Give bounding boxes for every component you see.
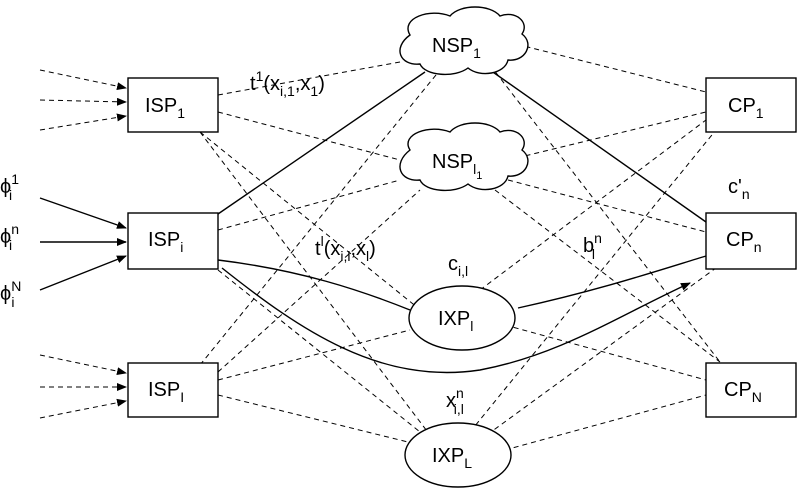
incoming-edge-ispi-bot	[39, 255, 127, 291]
svg-text:ISPI: ISPI	[148, 379, 184, 405]
node-isp1: ISP1	[127, 77, 219, 133]
node-cp1-sub: 1	[756, 105, 764, 121]
edge-ispi-ixpl-solid	[217, 259, 411, 311]
svg-text:IXPL: IXPL	[432, 445, 472, 471]
svg-text:NSPl1: NSPl1	[432, 151, 482, 182]
edge-ispi-ixpL	[217, 269, 431, 441]
edge-ispi-nsp1-solid	[217, 71, 426, 215]
edge-ixpL-cpn	[479, 264, 721, 441]
node-cpN-sub: N	[752, 389, 762, 405]
incoming-edge-ispi-top	[39, 197, 127, 229]
edge-isp1-nsp1	[217, 61, 401, 96]
node-ispi: ISPi	[127, 212, 219, 270]
node-cpn-sub: n	[754, 239, 762, 255]
node-ispi-sub: i	[180, 239, 183, 255]
edge-ixpl-cpN	[504, 324, 707, 381]
svg-text:CPn: CPn	[726, 229, 762, 255]
incoming-edge-ispI-bot	[39, 398, 127, 419]
node-ispI-label: ISP	[148, 379, 180, 401]
annotation-tl: tl(xi,l,xl)	[315, 233, 376, 264]
node-ixpL-sub: L	[464, 455, 472, 471]
incoming-edge-isp1-top	[39, 69, 127, 91]
node-nspl1-subsub: 1	[476, 170, 482, 182]
edge-ispI-nsp1	[199, 69, 441, 366]
edge-nsp1-cpn-solid	[489, 69, 707, 223]
edge-nsp1-cpN	[489, 64, 721, 363]
flow-ispi-to-cpn-arrow	[221, 267, 691, 374]
annotation-cil: ci,l	[448, 253, 468, 279]
node-ispI-sub: I	[180, 389, 184, 405]
node-ixpl: IXPl	[408, 285, 516, 351]
incoming-edge-isp1-mid	[39, 97, 127, 106]
edge-nspl1-cpn	[507, 179, 707, 233]
svg-text:IXPl: IXPl	[438, 308, 473, 334]
node-nsp1-sub: 1	[473, 45, 481, 61]
incoming-edge-isp1-bot	[39, 113, 127, 131]
node-cpn-label: CP	[726, 229, 754, 251]
node-isp1-label: ISP	[145, 95, 177, 117]
edge-isp1-ixpL	[199, 131, 431, 436]
node-cpn: CPn	[705, 212, 797, 270]
node-ixpl-label: IXP	[438, 308, 470, 330]
edge-nspl1-cpN	[494, 189, 721, 363]
node-nspl1: NSPl1	[399, 122, 529, 191]
node-ispi-label: ISP	[148, 229, 180, 251]
svg-text:ISP1: ISP1	[145, 95, 185, 121]
edge-ispI-ixpL	[217, 394, 421, 446]
node-nsp1: NSP1	[399, 6, 529, 75]
svg-text:ISPi: ISPi	[148, 229, 183, 255]
node-nsp1-label: NSP	[432, 35, 473, 57]
annotation-cpn-cost: c'n	[728, 176, 750, 202]
edge-ispi-nspl1	[217, 179, 401, 231]
node-ixpl-sub: l	[470, 318, 473, 334]
node-ispI: ISPI	[127, 362, 219, 418]
node-isp1-sub: 1	[177, 105, 185, 121]
node-nspl1-label: NSP	[432, 151, 473, 173]
incoming-edge-ispI-top	[39, 354, 127, 376]
node-ixpL: IXPL	[404, 422, 512, 488]
edge-ixpL-cp1	[469, 124, 721, 433]
svg-text:NSP1: NSP1	[432, 35, 481, 61]
svg-text:CP1: CP1	[728, 95, 764, 121]
edge-ispI-ixpl	[217, 329, 411, 381]
annotation-t1: t1(xi,1,x1)	[250, 68, 325, 99]
node-cp1-label: CP	[728, 95, 756, 117]
edge-ixpL-cpN	[504, 394, 707, 451]
edge-isp1-nspl1	[217, 111, 401, 161]
edge-isp1-ixpl	[199, 131, 419, 309]
svg-text:CPN: CPN	[724, 379, 762, 405]
edge-nsp1-cp1	[507, 41, 707, 93]
edge-ixpl-cp1	[479, 119, 707, 291]
edge-ixpl-cpn-solid	[517, 255, 707, 309]
node-cp1: CP1	[705, 77, 797, 133]
edge-nspl1-cp1	[507, 111, 707, 161]
edge-ispI-nspl1	[217, 189, 421, 373]
node-nspl1-sub: l	[473, 161, 476, 177]
node-cpN: CPN	[705, 362, 797, 418]
node-ixpL-label: IXP	[432, 445, 464, 467]
node-cpN-label: CP	[724, 379, 752, 401]
